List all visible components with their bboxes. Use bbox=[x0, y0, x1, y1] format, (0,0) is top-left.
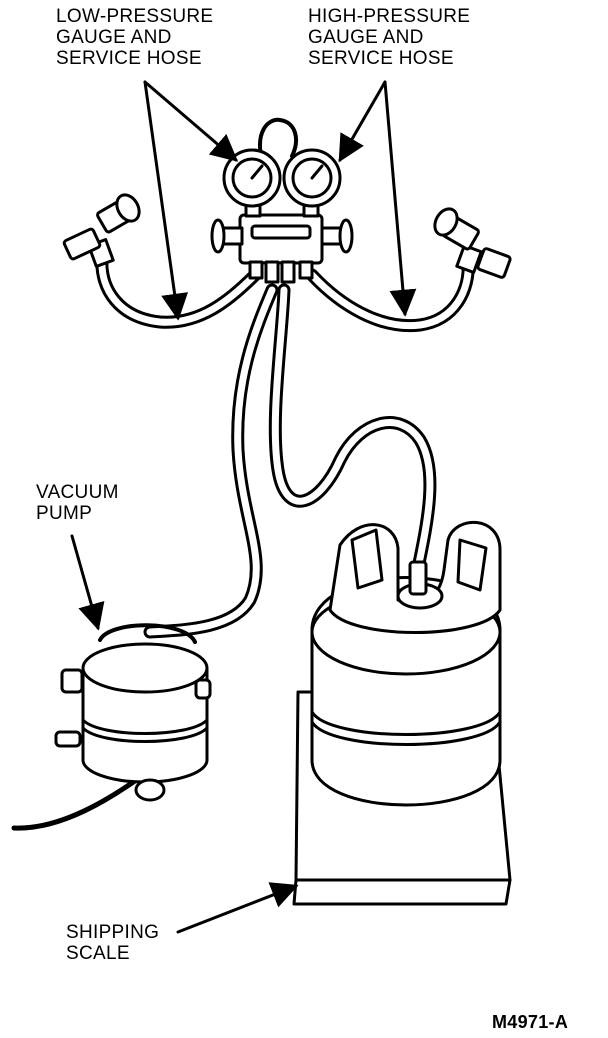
label-shipping-scale: SHIPPING SCALE bbox=[66, 922, 160, 964]
label-low-pressure-gauge: LOW-PRESSURE GAUGE AND SERVICE HOSE bbox=[56, 6, 214, 69]
figure-id: M4971-A bbox=[492, 1012, 569, 1032]
hose-end-fittings bbox=[62, 193, 512, 279]
vacuum-pump bbox=[54, 623, 212, 802]
leader-arrows bbox=[70, 80, 417, 934]
hoses bbox=[11, 251, 475, 831]
label-high-pressure-gauge: HIGH-PRESSURE GAUGE AND SERVICE HOSE bbox=[308, 6, 471, 69]
manifold-gauge-set bbox=[210, 117, 354, 284]
label-vacuum-pump: VACUUM PUMP bbox=[36, 482, 119, 524]
scale-and-tank bbox=[292, 520, 512, 906]
